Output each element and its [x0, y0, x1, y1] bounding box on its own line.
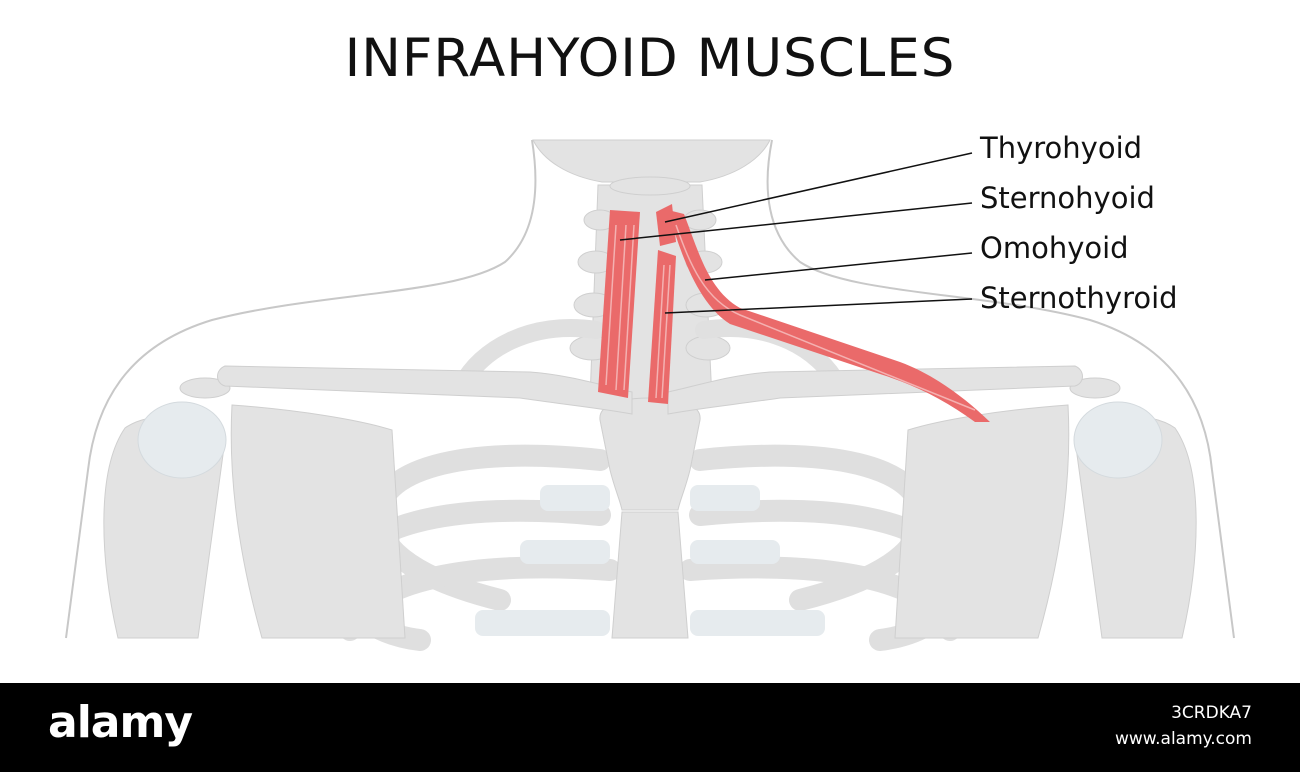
label-sternohyoid: Sternohyoid [980, 181, 1155, 215]
leader-line-omohyoid [704, 252, 973, 281]
watermark-footer: alamy 3CRDKA7 www.alamy.com [0, 683, 1300, 772]
leader-line-sternothyroid [664, 298, 973, 314]
leader-lines [619, 152, 973, 314]
humeral-head [137, 401, 1163, 479]
body-outline [65, 139, 1235, 639]
muscle-fibers [605, 224, 976, 411]
clavicle [217, 365, 1083, 415]
infrahyoid-muscles [598, 204, 990, 422]
costal-cartilage [475, 485, 825, 636]
skull-base [532, 139, 771, 183]
sternum [599, 397, 701, 639]
omohyoid-muscle [668, 210, 990, 422]
scapula [230, 404, 1070, 639]
brand-logo: alamy [48, 697, 193, 748]
acromion [179, 377, 1121, 399]
leader-line-sternohyoid [619, 202, 973, 241]
label-sternothyroid: Sternothyroid [980, 281, 1178, 315]
image-id: 3CRDKA7 [1171, 703, 1252, 723]
leader-line-thyrohyoid [664, 152, 973, 223]
site-url: www.alamy.com [1114, 729, 1252, 749]
label-omohyoid: Omohyoid [980, 231, 1129, 265]
anatomy-illustration [65, 139, 1235, 651]
label-thyrohyoid: Thyrohyoid [980, 131, 1143, 165]
page-title: INFRAHYOID MUSCLES [344, 28, 956, 89]
